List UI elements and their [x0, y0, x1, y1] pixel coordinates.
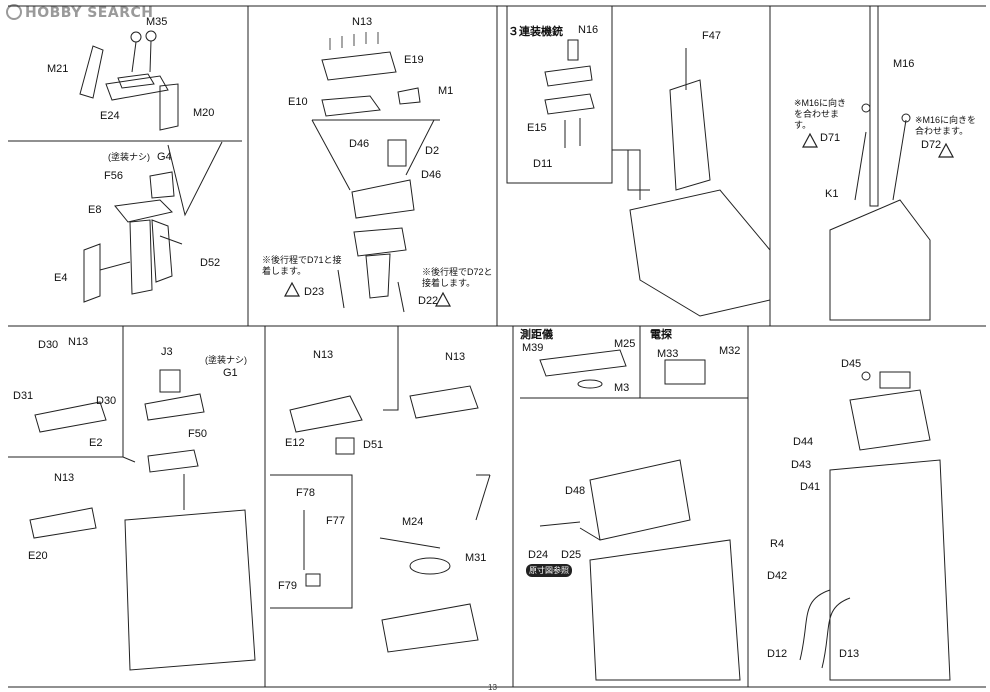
label-n13-d: N13	[313, 349, 334, 361]
label-g4: G4	[157, 151, 172, 163]
label-d44: D44	[793, 436, 814, 448]
label-d24: D24	[528, 549, 549, 561]
label-e24: E24	[100, 110, 120, 122]
label-d48: D48	[565, 485, 586, 497]
label-d52: D52	[200, 257, 221, 269]
label-d43: D43	[791, 459, 812, 471]
label-d46-a: D46	[349, 138, 370, 150]
label-g1: G1	[223, 367, 238, 379]
label-m25: M25	[614, 338, 636, 350]
watermark-logo-icon	[6, 4, 22, 20]
label-f77: F77	[326, 515, 345, 527]
label-m24: M24	[402, 516, 424, 528]
label-f56: F56	[104, 170, 123, 182]
label-r4: R4	[770, 538, 785, 550]
label-e19: E19	[404, 54, 424, 66]
label-d31: D31	[13, 390, 34, 402]
label-e10: E10	[288, 96, 308, 108]
note-m16-b: ※M16に向きを合わせます。	[915, 115, 977, 136]
label-f47: F47	[702, 30, 721, 42]
label-d46-b: D46	[421, 169, 442, 181]
panel8-parts	[799, 371, 951, 681]
panel7-parts	[539, 349, 741, 681]
panel2-parts	[311, 32, 440, 313]
label-e8: E8	[88, 204, 102, 216]
label-m32: M32	[719, 345, 741, 357]
label-f79: F79	[278, 580, 297, 592]
label-e2: E2	[89, 437, 103, 449]
label-d23: D23	[304, 286, 325, 298]
label-e15: E15	[527, 122, 547, 134]
label-d2: D2	[425, 145, 440, 157]
label-e20: E20	[28, 550, 48, 562]
panel1-parts	[79, 30, 223, 303]
label-no-paint-g4: (塗装ナシ)	[108, 152, 150, 162]
label-m21: M21	[47, 63, 69, 75]
label-m31: M31	[465, 552, 487, 564]
label-no-paint-g1: (塗装ナシ)	[205, 355, 247, 365]
panel3-parts	[544, 39, 771, 317]
panel-borders	[8, 5, 986, 688]
label-rangefinder: 測距儀	[520, 329, 553, 341]
label-d11: D11	[533, 158, 553, 170]
label-m20: M20	[193, 107, 215, 119]
label-e4: E4	[54, 272, 68, 284]
label-d30-a: D30	[38, 339, 59, 351]
label-j3: J3	[161, 346, 173, 358]
label-n13-c: N13	[54, 472, 75, 484]
label-triple-mg: ３連装機銃	[508, 26, 563, 38]
note-m16-a: ※M16に向きを合わせます。	[794, 98, 847, 130]
label-f50: F50	[188, 428, 207, 440]
label-m33: M33	[657, 348, 679, 360]
panel5-parts	[29, 369, 256, 671]
page-number: 13	[488, 683, 497, 692]
label-radar: 電探	[650, 329, 672, 341]
label-k1: K1	[825, 188, 839, 200]
label-d12: D12	[767, 648, 788, 660]
label-n13-e: N13	[445, 351, 466, 363]
panel6-parts	[289, 385, 491, 653]
label-f78: F78	[296, 487, 315, 499]
label-d42: D42	[767, 570, 788, 582]
label-n13-b: N13	[68, 336, 89, 348]
label-n13-a: N13	[352, 16, 373, 28]
label-m16: M16	[893, 58, 915, 70]
note-d72: ※後行程でD72と接着します。	[422, 267, 493, 288]
label-e12: E12	[285, 437, 305, 449]
ref-full-size-figure: 原寸図参照	[526, 564, 572, 577]
label-m39: M39	[522, 342, 544, 354]
note-d71: ※後行程でD71と接着します。	[262, 255, 342, 276]
label-m35: M35	[146, 16, 168, 28]
label-d51: D51	[363, 439, 384, 451]
label-d45: D45	[841, 358, 862, 370]
label-d25: D25	[561, 549, 582, 561]
label-d30-b: D30	[96, 395, 117, 407]
panel4-parts	[829, 5, 931, 321]
label-d71: D71	[820, 132, 841, 144]
label-d22: D22	[418, 295, 439, 307]
label-d72: D72	[921, 139, 942, 151]
warning-icons	[283, 132, 955, 307]
label-m3: M3	[614, 382, 630, 394]
label-d13: D13	[839, 648, 860, 660]
label-m1: M1	[438, 85, 454, 97]
label-n16: N16	[578, 24, 599, 36]
watermark: HOBBY SEARCH	[6, 4, 153, 21]
label-d41: D41	[800, 481, 821, 493]
